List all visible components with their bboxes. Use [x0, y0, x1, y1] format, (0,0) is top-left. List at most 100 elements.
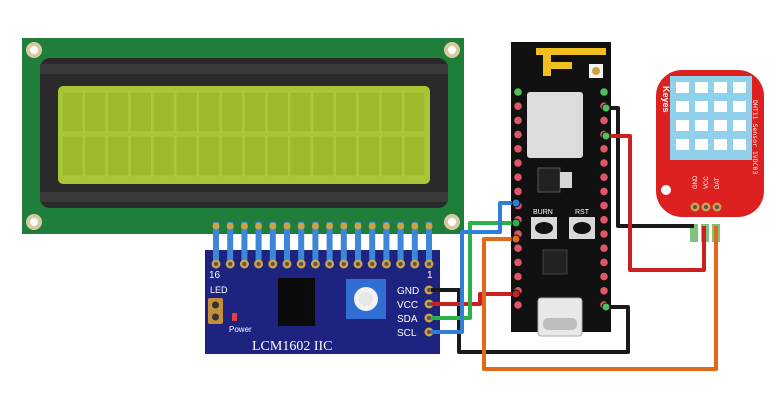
sensor-model: DHT11 Sensor 1VDC03 [751, 100, 759, 174]
vent-slot [733, 101, 746, 112]
mcu-pin [600, 159, 608, 167]
vent-slot [695, 120, 708, 131]
lcd-char-cell [84, 135, 107, 177]
lcd-char-cell [289, 135, 312, 177]
lcd-char-cell [358, 135, 380, 177]
lcd-char-cell [152, 135, 175, 177]
wire-end [511, 234, 521, 244]
header-wire [312, 222, 319, 262]
sensor-pin-dat-label: DAT [715, 177, 721, 189]
wire-vcc-sensor [606, 134, 706, 272]
led-jumper[interactable] [208, 298, 223, 324]
lcd-char-cell [198, 135, 221, 177]
lcd-char-cell [335, 135, 357, 177]
vent-slot [676, 82, 689, 93]
mcu-right-header [600, 88, 608, 309]
pin-label-sda: SDA [397, 314, 418, 325]
mcu-pin [600, 88, 608, 96]
lcd-header-pins [211, 222, 434, 269]
pin-16-label: 16 [209, 270, 221, 281]
lcd-char-cell [198, 91, 221, 133]
wire-gnd-sensor [606, 106, 694, 228]
mcu-pin [514, 102, 522, 110]
lcd-char-cell [335, 91, 357, 133]
mcu-pin [600, 258, 608, 267]
header-wire [284, 222, 290, 262]
header-wire [255, 222, 262, 262]
header-wire [397, 222, 404, 262]
mcu-pin [514, 301, 522, 309]
lcd-char-cell [175, 91, 198, 133]
mcu-pin [514, 116, 522, 125]
lcd-char-cell [107, 135, 129, 177]
vent-slot [733, 139, 746, 150]
header-wire [298, 222, 305, 262]
mcu-pin [514, 130, 522, 139]
wire-end [601, 103, 611, 113]
mcu-pin [514, 173, 522, 181]
lcd-char-cell [61, 135, 84, 177]
lcd-char-cell [244, 91, 266, 133]
lcd-char-cell [61, 91, 84, 133]
wire-end [601, 131, 611, 141]
mcu-pin [600, 173, 608, 181]
wire-endpoints [511, 103, 611, 312]
mcu-pin [600, 244, 608, 252]
header-wire [369, 222, 376, 262]
dht11-sensor: Keyes DHT11 Sensor 1VDC03 GND VCC DAT [656, 70, 764, 242]
sensor-pin-vcc-label: VCC [704, 176, 710, 189]
i2c-backpack: 16 1 LED Power LCM1602 IIC GND VCC SDA S… [205, 222, 440, 354]
vent-slot [714, 101, 727, 112]
mcu-board: BURN RST [511, 42, 611, 337]
lcd-char-cell [266, 91, 289, 133]
mcu-pin [600, 187, 608, 196]
header-wire [241, 222, 248, 262]
vent-slot [695, 82, 708, 93]
header-wire [227, 222, 234, 262]
vent-slot [676, 139, 689, 150]
antenna-trace [536, 48, 606, 76]
lcd-char-cell [403, 135, 426, 177]
lcd-char-cell [244, 135, 266, 177]
usb-c-port[interactable] [537, 297, 583, 337]
pin-1-label: 1 [427, 270, 433, 281]
vent-slot [714, 82, 727, 93]
sensor-header-pins [690, 202, 722, 212]
mcu-pin [514, 272, 522, 281]
vent-slot [733, 82, 746, 93]
lcd-char-cell [358, 91, 380, 133]
power-led [232, 313, 237, 321]
header-wire [355, 222, 361, 262]
wire-end [511, 198, 521, 208]
mcu-pin [600, 272, 608, 281]
lcd-char-cell [130, 91, 152, 133]
mcu-pin [514, 187, 522, 196]
header-wire [269, 222, 276, 262]
wire-dat [482, 226, 718, 371]
sensor-pin-gnd-label: GND [693, 175, 699, 189]
lcd-character-grid [61, 91, 426, 177]
vent-slot [676, 120, 689, 131]
header-wire [411, 222, 418, 262]
lcd-char-cell [107, 91, 129, 133]
wires [431, 106, 718, 371]
header-wire [340, 222, 347, 262]
mcu-pin [514, 258, 522, 267]
vent-slot [695, 139, 708, 150]
voltage-regulator [537, 167, 561, 193]
mcu-pin [514, 159, 522, 167]
sensor-jumper-gnd [690, 224, 698, 242]
rf-shield [527, 92, 583, 158]
wire-gnd-lcd [431, 288, 630, 354]
lcd-char-cell [266, 135, 289, 177]
lcd-char-cell [221, 91, 243, 133]
lcd-char-cell [221, 135, 243, 177]
power-label: Power [229, 325, 252, 334]
pin-label-gnd: GND [397, 286, 419, 297]
mcu-pin [600, 116, 608, 125]
mcu-pin [514, 244, 522, 252]
led-label: LED [210, 285, 228, 295]
lcd-char-cell [84, 91, 107, 133]
lcd-mounting-holes [26, 42, 460, 230]
